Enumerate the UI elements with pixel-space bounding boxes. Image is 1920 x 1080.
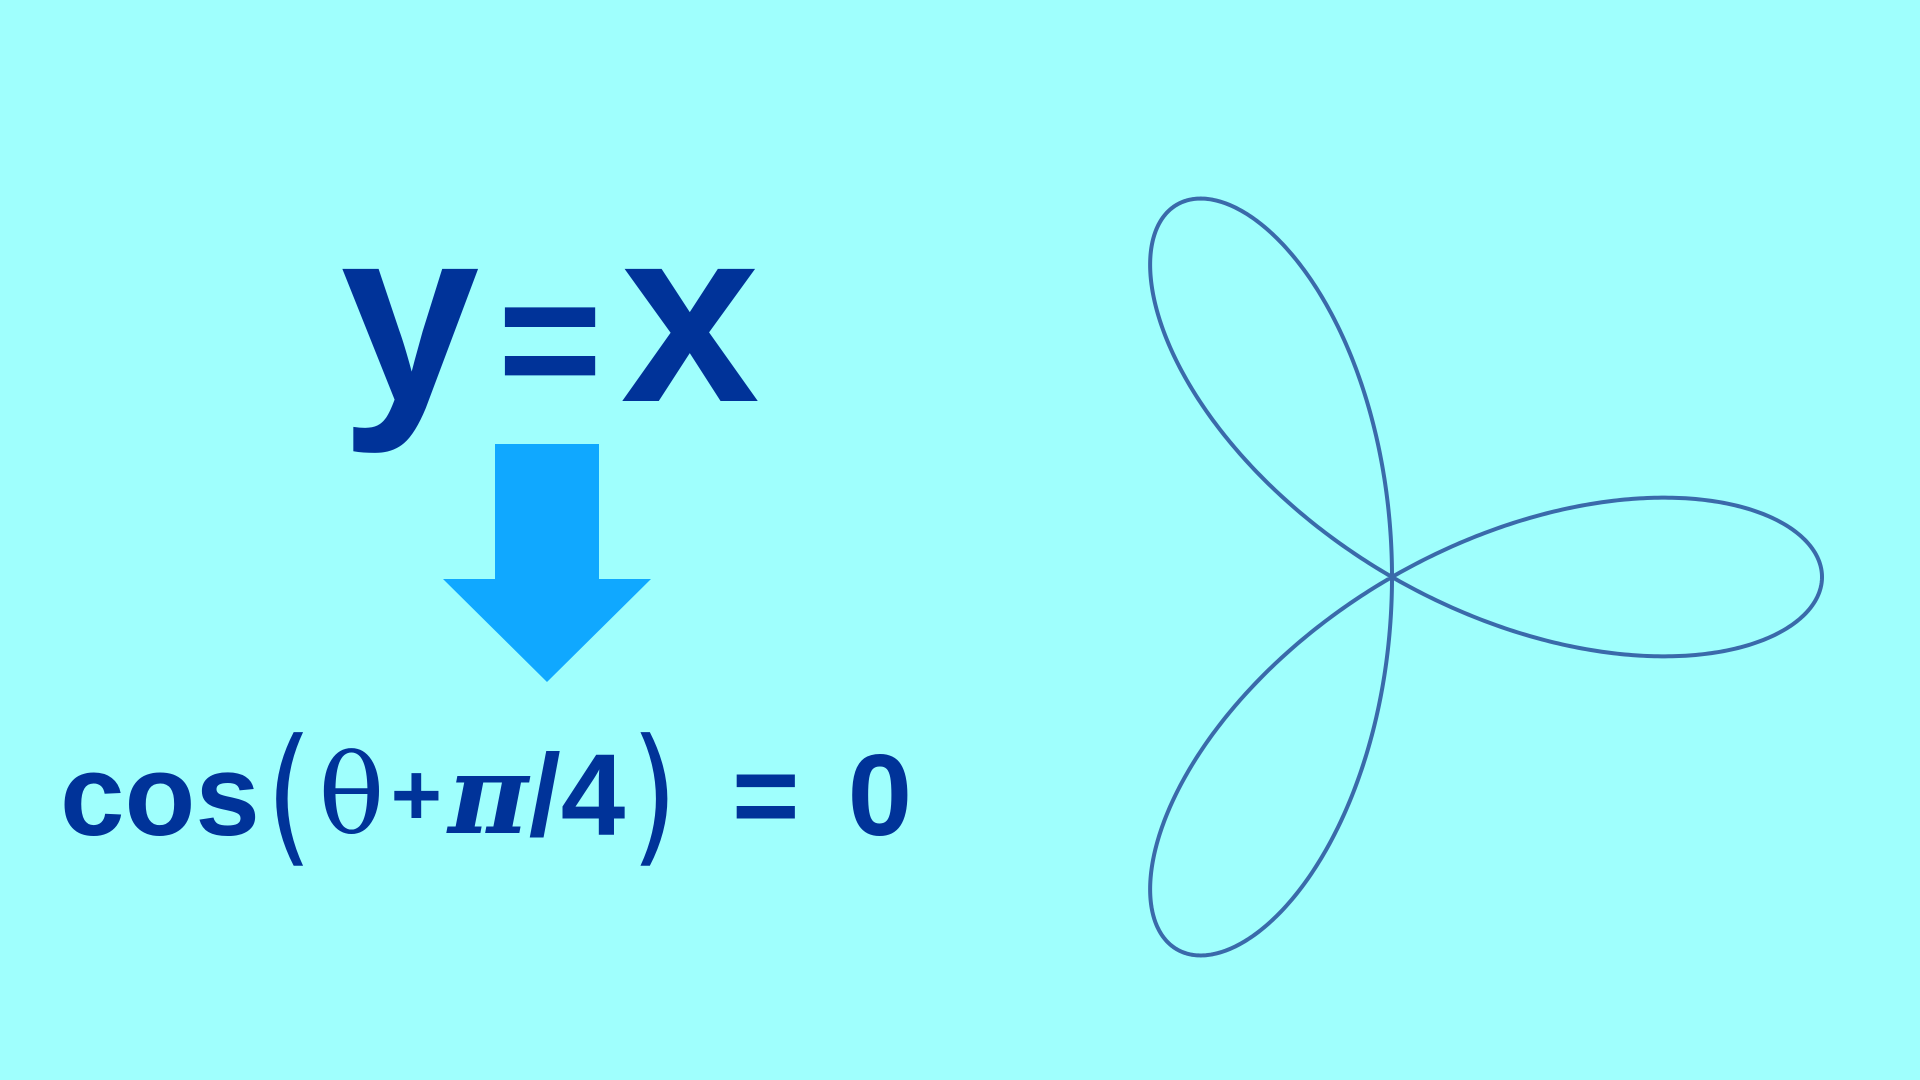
equation-cos-function: cos [60,730,260,860]
rose-curve-plot [1148,196,1824,958]
equation-close-paren: ) [631,708,678,882]
equation-right-x: x [620,175,760,454]
equation-equals: = [731,730,800,860]
equation-rhs-zero: 0 [847,730,913,860]
arrow-shape [443,444,651,682]
equation-pi: π [448,730,529,859]
equation-left-y: y [340,175,480,454]
arrow-down-icon [443,444,651,682]
equation-plus: + [390,745,443,844]
rose-curve [1148,196,1824,958]
equation-y-equals-x: y = x [300,190,800,440]
equation-open-paren: ( [265,708,313,882]
equation-polar-form: cos ( θ + π /4 ) = 0 [60,720,1040,870]
equation-divisor: /4 [528,730,626,860]
equation-theta: θ [318,731,385,859]
equation-equals-sign: = [497,239,603,440]
